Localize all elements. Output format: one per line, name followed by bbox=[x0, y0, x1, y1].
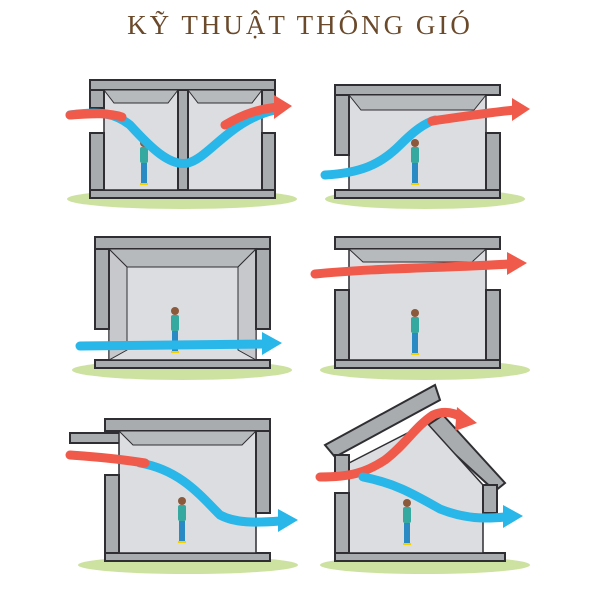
roof-right bbox=[423, 413, 507, 493]
wall-right-lower bbox=[485, 289, 501, 361]
wall-left-upper bbox=[334, 94, 350, 156]
airflow-arrow-icon bbox=[65, 109, 127, 122]
person-figure-icon bbox=[178, 497, 186, 543]
wall-left-lower bbox=[334, 289, 350, 361]
roof-slab bbox=[104, 418, 271, 432]
partition-wall bbox=[177, 89, 189, 191]
wall-left-lower bbox=[104, 474, 120, 554]
airflow-arrow-icon bbox=[358, 472, 510, 523]
ventilation-panel-3 bbox=[72, 236, 292, 380]
arrow-head bbox=[512, 98, 530, 121]
person-figure-icon bbox=[403, 499, 411, 545]
wall-right-upper bbox=[255, 430, 271, 514]
wall-right-lower bbox=[485, 132, 501, 191]
arrow-head bbox=[455, 407, 477, 431]
ceiling-shade bbox=[186, 89, 264, 104]
roof-slab bbox=[94, 236, 271, 250]
floor-slab bbox=[104, 552, 271, 562]
airflow-arrow-icon bbox=[427, 105, 520, 126]
ventilation-panel-4 bbox=[310, 236, 530, 380]
room-interior bbox=[118, 430, 257, 554]
wall-right-upper bbox=[255, 248, 271, 330]
roof-left bbox=[323, 383, 442, 459]
arrow-head bbox=[278, 509, 298, 532]
wall-right-lower bbox=[261, 132, 276, 191]
ventilation-panel-6 bbox=[315, 383, 530, 574]
ceiling-shade bbox=[347, 94, 488, 111]
ventilation-panel-5 bbox=[65, 418, 298, 574]
arrow-head bbox=[262, 332, 282, 355]
floor-slab bbox=[94, 359, 271, 369]
airflow-arrow-icon bbox=[320, 115, 440, 180]
floor-slab bbox=[334, 359, 501, 369]
floor-slab bbox=[334, 189, 501, 199]
canopy bbox=[69, 432, 126, 444]
floor-slab bbox=[89, 189, 276, 199]
arrow-head bbox=[503, 505, 523, 528]
wall-left-upper bbox=[89, 89, 105, 109]
ceiling-shade bbox=[107, 248, 258, 268]
ventilation-panel-1 bbox=[65, 79, 297, 209]
ceiling-shade bbox=[117, 430, 258, 446]
airflow-arrow-icon bbox=[310, 259, 515, 279]
wall-left-upper bbox=[94, 248, 110, 330]
airflow-arrow-icon bbox=[75, 339, 270, 351]
roof-slab bbox=[334, 84, 501, 96]
floor-slab bbox=[334, 552, 506, 562]
airflow-arrow-icon bbox=[315, 407, 468, 482]
arrow-head bbox=[507, 252, 527, 275]
airflow-arrow-icon bbox=[135, 458, 285, 527]
wall-left-lower bbox=[334, 492, 350, 554]
arrow-head bbox=[274, 95, 292, 119]
ventilation-panel-2 bbox=[320, 84, 530, 209]
person-figure-icon bbox=[411, 309, 419, 355]
ceiling-shade bbox=[102, 89, 180, 104]
page-title: KỸ THUẬT THÔNG GIÓ bbox=[127, 10, 473, 40]
person-figure-icon bbox=[411, 139, 419, 185]
airflow-arrow-icon bbox=[65, 450, 150, 468]
roof-slab bbox=[334, 236, 501, 250]
wall-left-lower bbox=[89, 132, 105, 191]
ceiling-shade bbox=[347, 248, 488, 263]
room-interior bbox=[187, 89, 263, 191]
roof-slab bbox=[89, 79, 276, 91]
wall-right-upper bbox=[482, 484, 498, 514]
airflow-arrow-icon bbox=[220, 102, 283, 130]
